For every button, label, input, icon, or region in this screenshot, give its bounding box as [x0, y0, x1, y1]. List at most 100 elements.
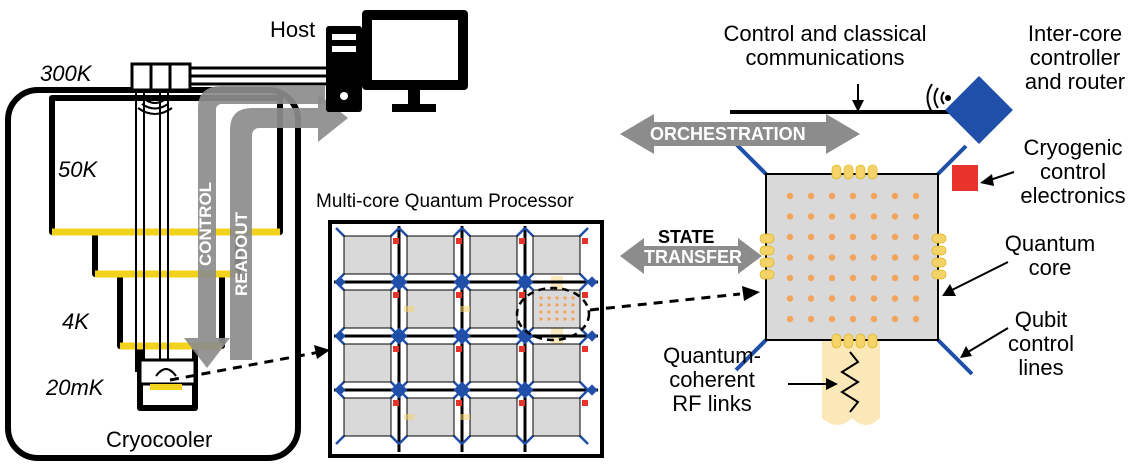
- router-diamond: [945, 76, 1013, 144]
- coupler-top: [867, 164, 878, 180]
- coupler-bottom: [843, 333, 854, 349]
- processor-qubit-dot: [555, 310, 559, 314]
- processor-qubit-dot: [539, 296, 543, 300]
- processor-router-diamond: [516, 381, 534, 399]
- router-label-line-3: and router: [1024, 69, 1126, 95]
- core-control-line: [579, 389, 589, 399]
- coupler-bottom: [867, 333, 878, 349]
- coupler-right: [931, 269, 947, 280]
- processor-qubit-dot: [563, 317, 567, 321]
- chip-sample: [138, 358, 197, 390]
- qubit-lines-line-2: control: [1007, 331, 1075, 357]
- processor-qubit-dot: [555, 303, 559, 307]
- qubit-dot: [849, 295, 857, 302]
- qubit-dot: [807, 192, 815, 200]
- readout-arrow-label: READOUT: [232, 211, 251, 296]
- qubit-dot: [849, 192, 857, 200]
- processor-router-diamond: [516, 327, 534, 345]
- processor-router-diamond: [453, 327, 471, 345]
- processor-router-diamond: [390, 381, 408, 399]
- processor-title: Multi-core Quantum Processor: [316, 191, 574, 212]
- core-couplers: [759, 164, 947, 349]
- zoom-arrowhead: [742, 286, 760, 301]
- qubit-dot: [849, 213, 857, 220]
- qubit-dot: [807, 233, 815, 241]
- rf-links-line-2: coherent: [669, 367, 755, 393]
- host-label: Host: [270, 17, 316, 42]
- processor-core-electronics: [456, 292, 462, 298]
- lines-pointer: [967, 327, 1009, 353]
- qubit-dot: [849, 254, 857, 261]
- coupler-bottom: [855, 333, 866, 349]
- qubit-dot: [786, 233, 794, 241]
- qubit-dot: [828, 254, 836, 261]
- cryocooler-label: Cryocooler: [106, 427, 213, 452]
- cable-bundle: [135, 88, 169, 372]
- processor-core-electronics: [393, 400, 399, 406]
- core-control-line: [335, 227, 345, 237]
- core-control-line: [335, 435, 345, 445]
- processor-edge-router: [334, 330, 346, 342]
- stage-label-50k: 50K: [58, 157, 98, 182]
- lines-pointer-head: [960, 346, 972, 358]
- processor-core: [469, 235, 518, 275]
- processor-coupler: [404, 414, 414, 420]
- processor-qubit-dot: [555, 317, 559, 321]
- qubit-control-lines: [734, 142, 974, 376]
- chip-to-processor-arrowhead: [314, 345, 330, 359]
- host-cables: [190, 66, 345, 86]
- comm-pointer-head: [852, 100, 864, 112]
- qubit-dot: [807, 274, 815, 282]
- processor-edge-router: [334, 384, 346, 396]
- processor-core-electronics: [519, 292, 525, 298]
- core-control-line: [390, 227, 400, 237]
- readout-arrow: [230, 94, 348, 360]
- stage-label-4k: 4K: [62, 309, 89, 334]
- processor-coupler: [404, 306, 414, 312]
- stage-label-20mk: 20mK: [46, 375, 104, 400]
- processor-core: [343, 343, 392, 383]
- core-control-line: [516, 227, 526, 237]
- qubit-array: [786, 192, 920, 323]
- qubit-dot: [891, 213, 899, 220]
- core-pointer-head: [942, 284, 956, 296]
- control-arrow-label: CONTROL: [196, 181, 215, 266]
- cryo-electronics-line-1: Cryogenic: [1023, 135, 1123, 160]
- router-label: Inter-core controller and router: [1010, 21, 1140, 95]
- processor-qubit-dot: [563, 296, 567, 300]
- rf-pointer-head: [826, 378, 838, 390]
- processor-core-electronics: [456, 238, 462, 244]
- processor-qubit-dot: [563, 310, 567, 314]
- qubit-dot: [828, 274, 836, 282]
- qubit-dot: [912, 213, 920, 220]
- qubit-dot: [891, 274, 899, 282]
- processor-qubit-dot: [539, 317, 543, 321]
- qubit-dot: [912, 254, 920, 261]
- core-control-line: [579, 273, 589, 283]
- processor-core-electronics: [456, 400, 462, 406]
- state-transfer-arrow: [620, 238, 762, 274]
- processor-core: [406, 235, 455, 275]
- processor-coupler: [460, 414, 470, 420]
- processor-qubit-dot: [571, 296, 575, 300]
- processor-core-electronics: [519, 346, 525, 352]
- qubit-dot: [786, 315, 794, 323]
- core-pointer: [951, 261, 1009, 291]
- qubit-dot: [870, 315, 878, 323]
- core-detail: [620, 76, 1015, 425]
- core-control-line: [524, 435, 534, 445]
- processor-edge-router: [586, 384, 598, 396]
- processor-core: [469, 289, 518, 329]
- processor-coupler: [460, 306, 470, 312]
- qubit-dot: [891, 192, 899, 200]
- processor-core: [532, 343, 581, 383]
- comm-label: Control and classical communications: [690, 21, 960, 70]
- coupler-right: [931, 233, 947, 244]
- processor-qubit-dot: [571, 310, 575, 314]
- core-control-line: [453, 435, 463, 445]
- processor-router-diamond: [453, 381, 471, 399]
- zoom-highlight-ellipse: [515, 286, 591, 342]
- orchestration-arrow: [620, 114, 860, 154]
- processor-core: [406, 289, 455, 329]
